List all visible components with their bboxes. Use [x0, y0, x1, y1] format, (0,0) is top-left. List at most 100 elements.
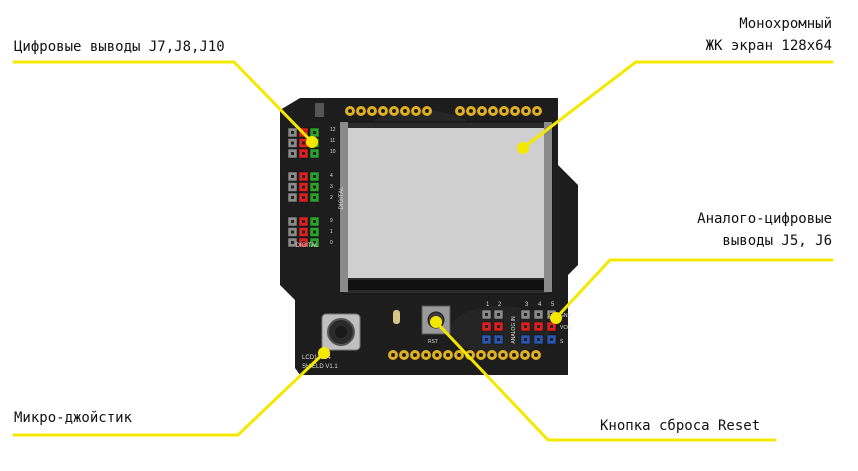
callout-dot-analog — [550, 312, 562, 324]
top-right-header-pin-hole — [502, 109, 506, 113]
label-reset-text: Кнопка сброса Reset — [600, 418, 761, 434]
analog-pin-hole — [550, 325, 553, 328]
analog-pin-hole — [485, 313, 488, 316]
label-analog-line2: выводы J5, J6 — [722, 233, 832, 249]
pin-num-9: 9 — [330, 218, 333, 224]
top-left-header-pin-hole — [370, 109, 374, 113]
digital-pin-red-hole — [302, 152, 305, 155]
callout-line-reset — [434, 320, 777, 442]
digital-pin-red-hole — [302, 185, 305, 189]
label-analog: Аналого-цифровые выводы J5, J6 — [697, 208, 832, 252]
analog-pin-hole — [537, 338, 540, 341]
digital-pin-red-hole — [302, 220, 305, 223]
digital-pin-green-hole — [313, 241, 316, 244]
callout-line-analog — [554, 258, 834, 320]
top-left-header-pin-hole — [381, 109, 385, 113]
silk-vcc: VCC — [560, 325, 571, 331]
bottom-header-pin-hole — [446, 353, 450, 357]
digital-pin-red-hole — [302, 175, 305, 178]
lcd-bezel-clip-left — [340, 122, 348, 292]
analog-pin-hole — [537, 325, 540, 328]
small-header — [315, 103, 324, 117]
silk-digital-vertical: DIGITAL — [339, 186, 345, 210]
callout-dot-digital — [306, 136, 318, 148]
digital-pin-gray-hole — [291, 220, 294, 223]
digital-pin-gray-hole — [291, 141, 294, 145]
label-digital-outputs: Цифровые выводы J7,J8,J10 — [14, 36, 225, 58]
label-lcd-line1: Монохромный — [739, 16, 832, 32]
analog-pin-hole — [524, 313, 527, 316]
callout-dot-lcd — [517, 142, 529, 154]
top-right-header-pin-hole — [491, 109, 495, 113]
label-lcd-line2: ЖК экран 128х64 — [705, 38, 832, 54]
digital-pin-gray-hole — [291, 185, 294, 189]
top-left-header-pin-hole — [359, 109, 363, 113]
lcd-bezel-clip-right — [544, 122, 552, 292]
digital-pin-green-hole — [313, 185, 316, 189]
top-left-header-pin-hole — [425, 109, 429, 113]
analog-pin-hole — [524, 325, 527, 328]
bottom-header-pin-hole — [534, 353, 538, 357]
bottom-header-pin-hole — [424, 353, 428, 357]
top-pin-header-right — [455, 106, 542, 116]
digital-pin-gray-hole — [291, 230, 294, 234]
bottom-header-pin-hole — [435, 353, 439, 357]
silk-gnd: GND — [560, 313, 572, 319]
top-left-header-pin-hole — [348, 109, 352, 113]
analog-pin-hole — [485, 338, 488, 341]
lcd-bottom-strip — [348, 280, 544, 290]
pin-num-4: 4 — [330, 173, 333, 179]
digital-pin-gray-hole — [291, 241, 294, 244]
silk-model-2: SHIELD V1.1 — [302, 364, 338, 370]
label-digital-outputs-text: Цифровые выводы J7,J8,J10 — [14, 39, 225, 55]
silk-digital-bottom: DIGITAL — [296, 243, 320, 249]
digital-pin-green-hole — [313, 131, 316, 134]
label-analog-line1: Аналого-цифровые — [697, 211, 832, 227]
label-joystick: Микро-джойстик — [14, 407, 132, 429]
top-left-header-pin-hole — [392, 109, 396, 113]
analog-num-1: 1 — [486, 302, 490, 308]
analog-num-4: 4 — [538, 302, 542, 308]
top-left-header-pin-hole — [414, 109, 418, 113]
bottom-header-pin-hole — [512, 353, 516, 357]
pin-num-1: 1 — [330, 229, 333, 235]
pin-num-0: 0 — [330, 240, 333, 246]
digital-pin-gray-hole — [291, 175, 294, 178]
digital-pin-green-hole — [313, 196, 316, 199]
label-lcd: Монохромный ЖК экран 128х64 — [706, 13, 832, 57]
pin-num-11: 11 — [330, 138, 335, 144]
joystick-knob-center — [335, 326, 347, 338]
top-right-header-pin-hole — [535, 109, 539, 113]
top-pin-header-left — [345, 106, 432, 116]
bottom-header-pin-hole — [402, 353, 406, 357]
pin-num-12: 12 — [330, 127, 336, 133]
digital-pin-gray-hole — [291, 131, 294, 134]
small-component — [393, 310, 400, 324]
callout-line-lcd — [521, 60, 834, 150]
top-right-header-pin-hole — [480, 109, 484, 113]
bottom-header-pin-hole — [501, 353, 505, 357]
bottom-header-pin-hole — [523, 353, 527, 357]
analog-pin-hole — [537, 313, 540, 316]
label-reset: Кнопка сброса Reset — [600, 415, 760, 437]
bottom-header-pin-hole — [457, 353, 461, 357]
silk-analog-in: ANALOG IN — [511, 316, 517, 344]
pin-num-10: 10 — [330, 149, 336, 155]
digital-pin-red-hole — [302, 230, 305, 234]
pin-num-3: 3 — [330, 184, 333, 190]
top-right-header-pin-hole — [458, 109, 462, 113]
analog-num-3: 3 — [525, 302, 529, 308]
top-right-header-pin-hole — [524, 109, 528, 113]
top-right-header-pin-hole — [513, 109, 517, 113]
analog-pin-block — [481, 309, 557, 345]
digital-pin-red-hole — [302, 141, 305, 145]
bottom-header-pin-hole — [391, 353, 395, 357]
digital-pin-red-hole — [302, 241, 305, 244]
silk-rst: RST — [428, 339, 438, 345]
analog-pin-hole — [497, 313, 500, 316]
callout-dot-reset — [430, 316, 442, 328]
digital-pin-red-hole — [302, 196, 305, 199]
bottom-header-pin-hole — [479, 353, 483, 357]
digital-pin-green-hole — [313, 220, 316, 223]
